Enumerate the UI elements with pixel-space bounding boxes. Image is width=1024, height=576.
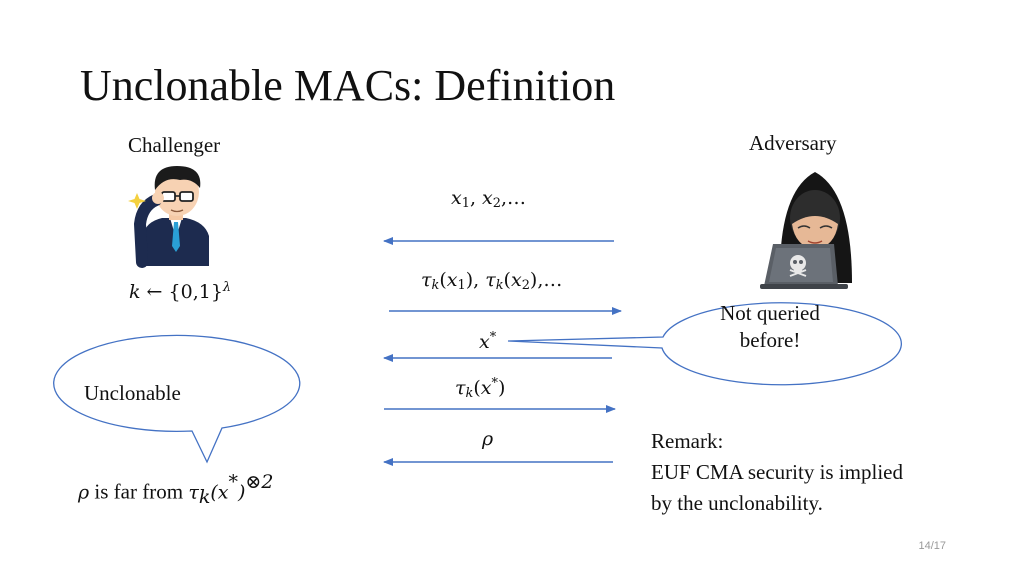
unclonable-bubble [53, 334, 301, 464]
challenge-label: x* [479, 329, 497, 353]
not-queried-bubble [507, 302, 902, 386]
remark-block: Remark: EUF CMA security is implied by t… [651, 426, 903, 519]
security-parameter: λ [222, 279, 232, 295]
challenger-label: Challenger [128, 133, 221, 157]
remark-line2: by the unclonability. [651, 491, 823, 515]
tags-label: τk(x1), τk(x2),… [421, 269, 563, 294]
unclonable-text: Unclonable [84, 381, 181, 405]
condition-rho: ρ [78, 481, 90, 504]
key-space: {0,1} [168, 281, 223, 303]
key-variable: k [129, 281, 141, 303]
assign-arrow: ← [140, 281, 169, 303]
queries-label: x1, x2,… [451, 187, 527, 212]
remark-heading: Remark: [651, 429, 724, 453]
slide-title: Unclonable MACs: Definition [80, 61, 616, 110]
businessman-adjusting-glasses-icon [128, 166, 209, 268]
hooded-hacker-with-laptop-icon [760, 172, 852, 289]
not-queried-line1: Not queried [720, 301, 820, 325]
page-number: 14/17 [918, 540, 946, 552]
tensor-power: ⊗2 [245, 471, 274, 493]
not-queried-line2: before! [739, 328, 801, 352]
unclonability-condition: ρ is far from τk(x*)⊗2 [78, 471, 274, 509]
response-label: ρ [482, 428, 494, 450]
challenge-tag-label: τk(x*) [455, 375, 506, 402]
adversary-label: Adversary [749, 131, 837, 155]
remark-line1: EUF CMA security is implied [651, 460, 903, 484]
not-queried-text: Not queried before! [650, 300, 890, 354]
condition-tau: τ [188, 481, 199, 504]
condition-text: is far from [89, 479, 189, 504]
key-generation: k ← {0,1}λ [129, 280, 231, 304]
